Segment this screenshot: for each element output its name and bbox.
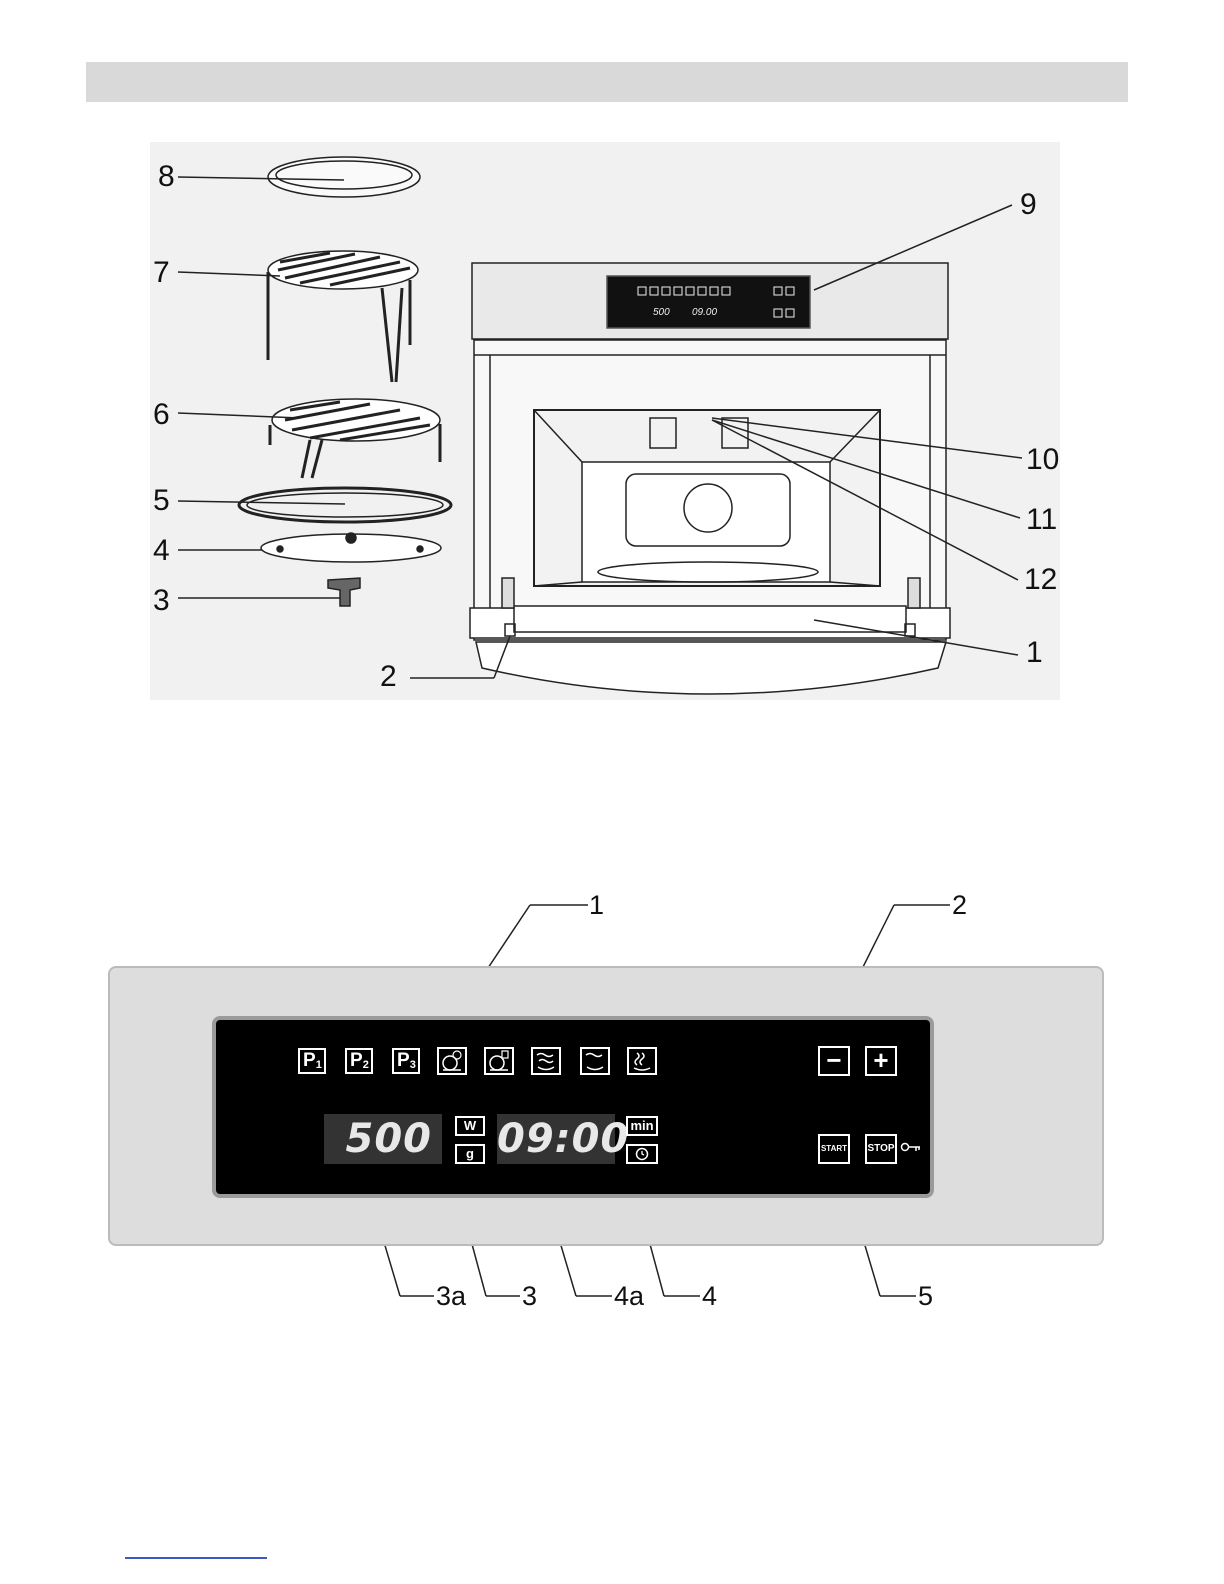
low-rack [270, 399, 440, 478]
panel-callout-1: 1 [589, 892, 604, 919]
callout-5: 5 [153, 486, 170, 516]
callout-4: 4 [153, 536, 170, 566]
power-weight-display: 500 [324, 1114, 442, 1164]
defrost-weight-icon[interactable] [484, 1047, 514, 1075]
clock-button[interactable] [626, 1144, 658, 1164]
clock-icon [628, 1146, 656, 1162]
combi-icon[interactable] [627, 1047, 657, 1075]
callout-12: 12 [1024, 565, 1057, 595]
callout-11: 11 [1026, 505, 1057, 535]
high-rack [268, 251, 418, 382]
oven-body [470, 263, 950, 694]
leader-5 [178, 501, 345, 504]
callout-6: 6 [153, 400, 170, 430]
panel-callout-2: 2 [952, 892, 967, 919]
key-icon [900, 1141, 922, 1155]
unit-w-button[interactable]: W [455, 1116, 485, 1136]
defrost-time-glyph [439, 1049, 465, 1073]
combi-glyph [629, 1049, 655, 1073]
time-display: 09:00 [497, 1114, 615, 1164]
panel-callout-4: 4 [702, 1283, 717, 1310]
grill-glyph [582, 1049, 608, 1073]
defrost-weight-glyph [486, 1049, 512, 1073]
program-p1-button[interactable]: P1 [298, 1048, 326, 1074]
minus-button[interactable]: − [818, 1046, 850, 1076]
callout-2: 2 [380, 662, 397, 692]
callout-10: 10 [1026, 445, 1059, 475]
panel-callout-5: 5 [918, 1283, 933, 1310]
microwave-grill-icon[interactable] [531, 1047, 561, 1075]
pizza-tray [268, 157, 420, 197]
stop-button[interactable]: STOP [865, 1134, 897, 1164]
callout-3: 3 [153, 586, 170, 616]
mini-display-power: 500 [653, 307, 670, 318]
defrost-time-icon[interactable] [437, 1047, 467, 1075]
microwave-grill-glyph [533, 1049, 559, 1073]
mini-display-time: 09.00 [692, 307, 717, 318]
unit-min-button[interactable]: min [626, 1116, 658, 1136]
callout-1: 1 [1026, 638, 1043, 668]
grill-icon[interactable] [580, 1047, 610, 1075]
footer-link-underline [125, 1557, 267, 1559]
program-p2-button[interactable]: P2 [345, 1048, 373, 1074]
callout-7: 7 [153, 258, 170, 288]
coupler [328, 578, 360, 606]
panel-callout-4a: 4a [614, 1283, 644, 1310]
control-panel-display [212, 1016, 934, 1198]
callout-9: 9 [1020, 190, 1037, 220]
leader-7 [178, 272, 280, 276]
start-button[interactable]: START [818, 1134, 850, 1164]
panel-callout-3: 3 [522, 1283, 537, 1310]
panel-callout-3a: 3a [436, 1283, 466, 1310]
callout-8: 8 [158, 162, 175, 192]
program-p3-button[interactable]: P3 [392, 1048, 420, 1074]
plus-button[interactable]: + [865, 1046, 897, 1076]
unit-g-button[interactable]: g [455, 1144, 485, 1164]
